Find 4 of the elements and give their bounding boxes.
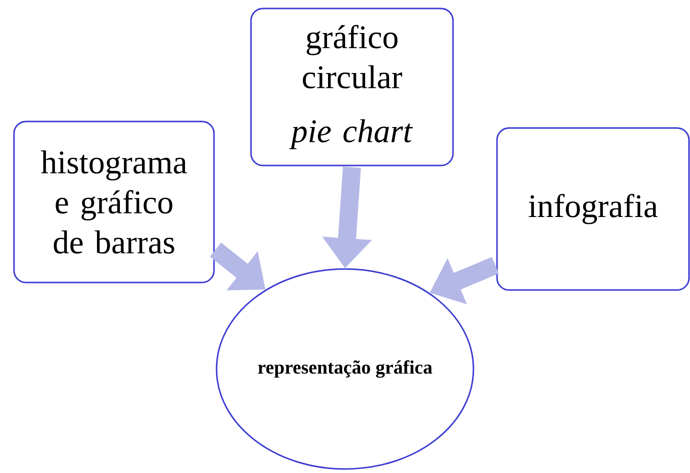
ellipse-node: representação gráfica	[216, 268, 474, 470]
rounded-box: histograma e gráfico de barras	[13, 120, 215, 284]
rounded-box: gráfico circular pie chart	[250, 8, 454, 166]
rounded-box: infografia	[496, 127, 690, 291]
